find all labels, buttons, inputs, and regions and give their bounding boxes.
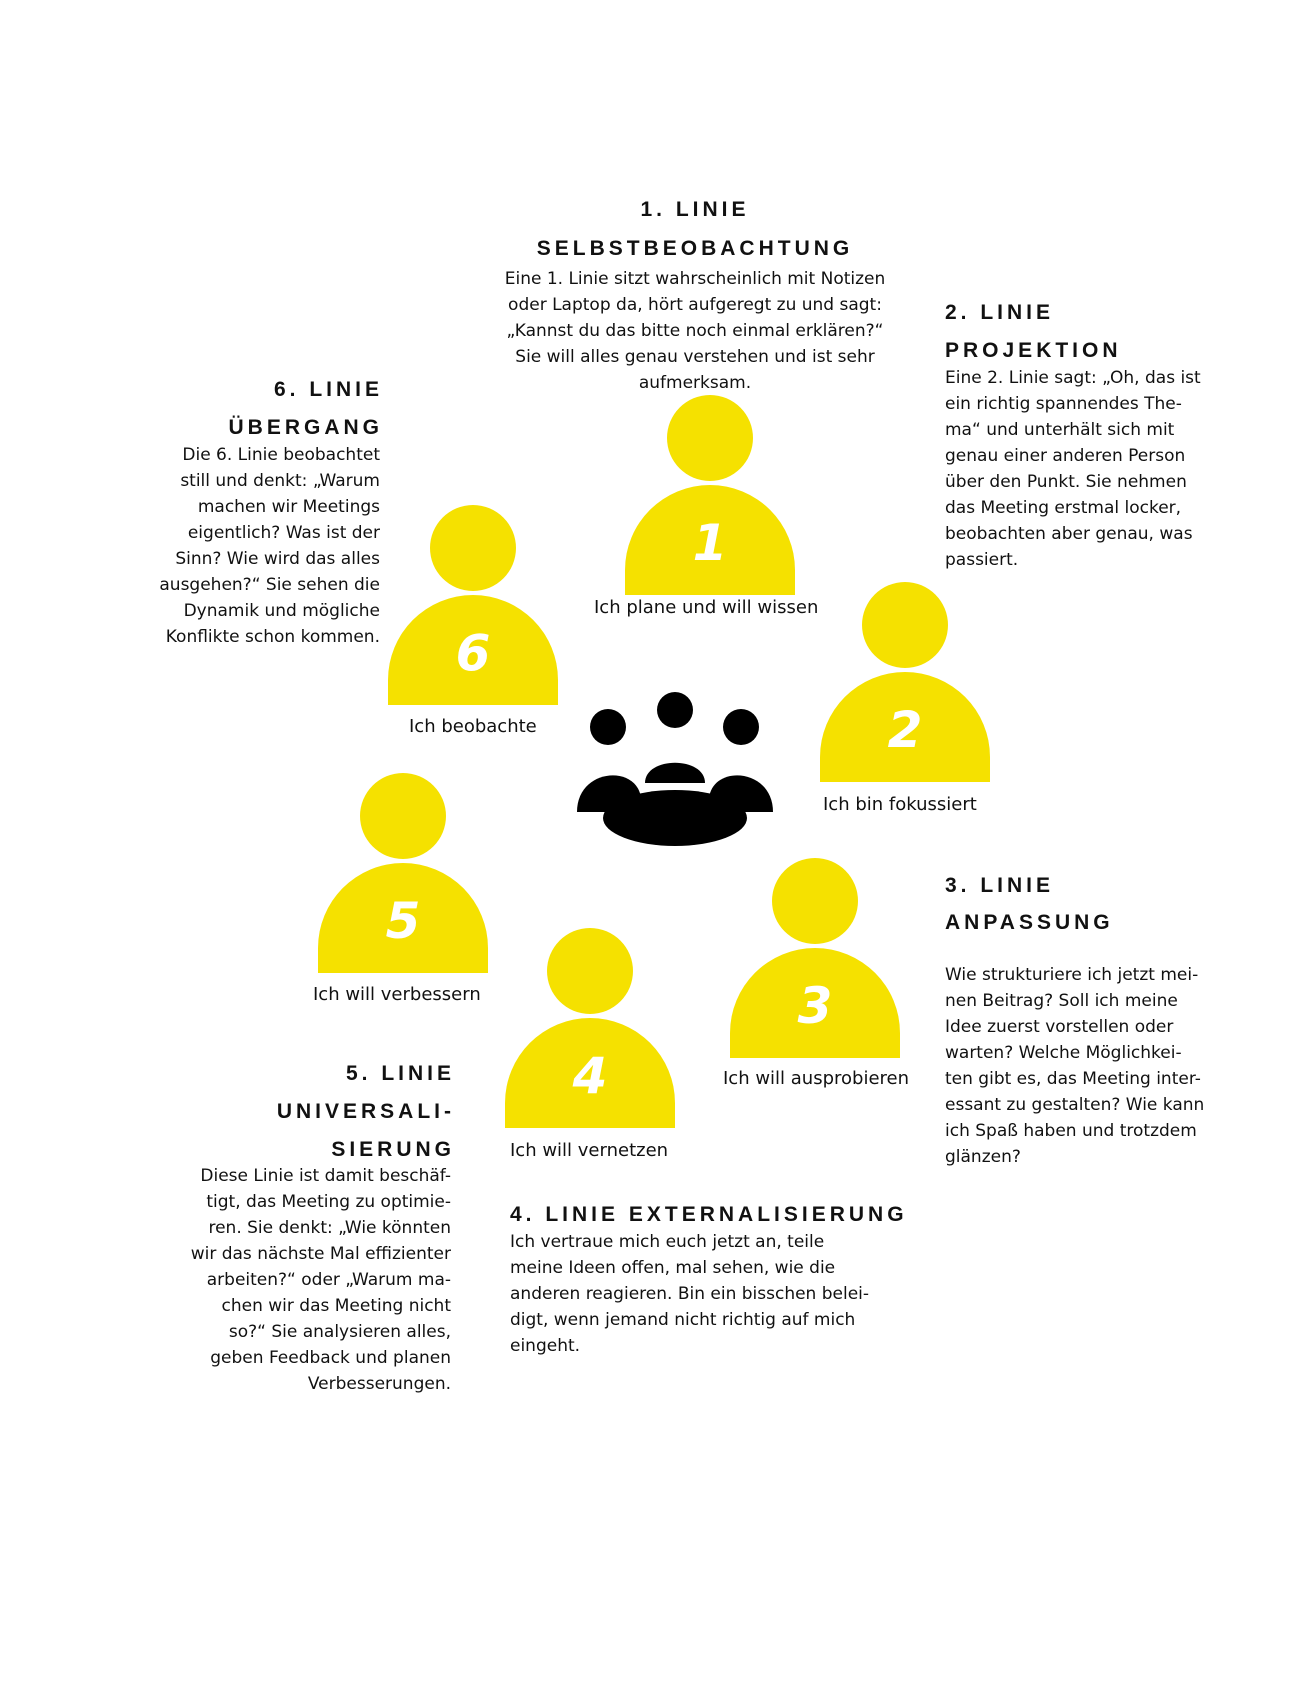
line-6-subtitle: ÜBERGANG: [228, 416, 383, 439]
meeting-table-icon: [577, 692, 773, 846]
person-4-caption: Ich will vernetzen: [510, 1140, 669, 1161]
line-4-title: 4. LINIE EXTERNALISIERUNG: [510, 1203, 908, 1226]
person-number: 5: [385, 892, 421, 950]
line-3-description: Wie strukturiere ich jetzt mei- nen Beit…: [945, 965, 1205, 1167]
person-4: 4: [505, 928, 675, 1128]
person-head: [667, 395, 753, 481]
line-5-subtitle-cont: SIERUNG: [331, 1138, 455, 1161]
line-3-title: 3. LINIE: [945, 874, 1055, 897]
person-number: 3: [797, 977, 833, 1035]
person-number: 1: [692, 514, 728, 572]
line-2-subtitle: PROJEKTION: [945, 339, 1122, 362]
line-5-description: Diese Linie ist damit beschäf- tigt, das…: [190, 1166, 451, 1394]
person-head: [862, 582, 948, 668]
line-5-subtitle: UNIVERSALI-: [276, 1100, 455, 1123]
line-1-description: Eine 1. Linie sitzt wahrscheinlich mit N…: [504, 269, 886, 393]
line-4-description: Ich vertraue mich euch jetzt an, teile m…: [510, 1232, 870, 1356]
person-6: 6: [388, 505, 558, 705]
person-number: 6: [455, 624, 491, 682]
person-1: 1: [625, 395, 795, 595]
person-3-caption: Ich will ausprobieren: [723, 1068, 910, 1089]
person-head: [430, 505, 516, 591]
line-1-heading: 1. LINIE: [545, 198, 845, 222]
line-1-subtitle: SELBSTBEOBACHTUNG: [536, 237, 854, 260]
person-5: 5: [318, 773, 488, 973]
person-head: [772, 858, 858, 944]
person-6-caption: Ich beobachte: [409, 716, 537, 737]
person-number: 2: [887, 701, 923, 759]
line-5-title: 5. LINIE: [345, 1062, 455, 1085]
person-head: [547, 928, 633, 1014]
person-2: 2: [820, 582, 990, 782]
person-number: 4: [572, 1047, 608, 1105]
person-3: 3: [730, 858, 900, 1058]
line-2-description: Eine 2. Linie sagt: „Oh, das ist ein ric…: [945, 368, 1201, 570]
person-2-caption: Ich bin fokussiert: [823, 794, 977, 815]
line-2-title: 2. LINIE: [945, 301, 1055, 324]
person-1-caption: Ich plane und will wissen: [594, 597, 819, 618]
person-5-caption: Ich will verbessern: [313, 984, 481, 1005]
line-1-title: 1. LINIE: [640, 198, 750, 221]
line-6-description: Die 6. Linie beobachtet still und denkt:…: [159, 445, 380, 647]
person-head: [360, 773, 446, 859]
line-6-title: 6. LINIE: [273, 378, 383, 401]
line-3-subtitle: ANPASSUNG: [945, 911, 1114, 934]
